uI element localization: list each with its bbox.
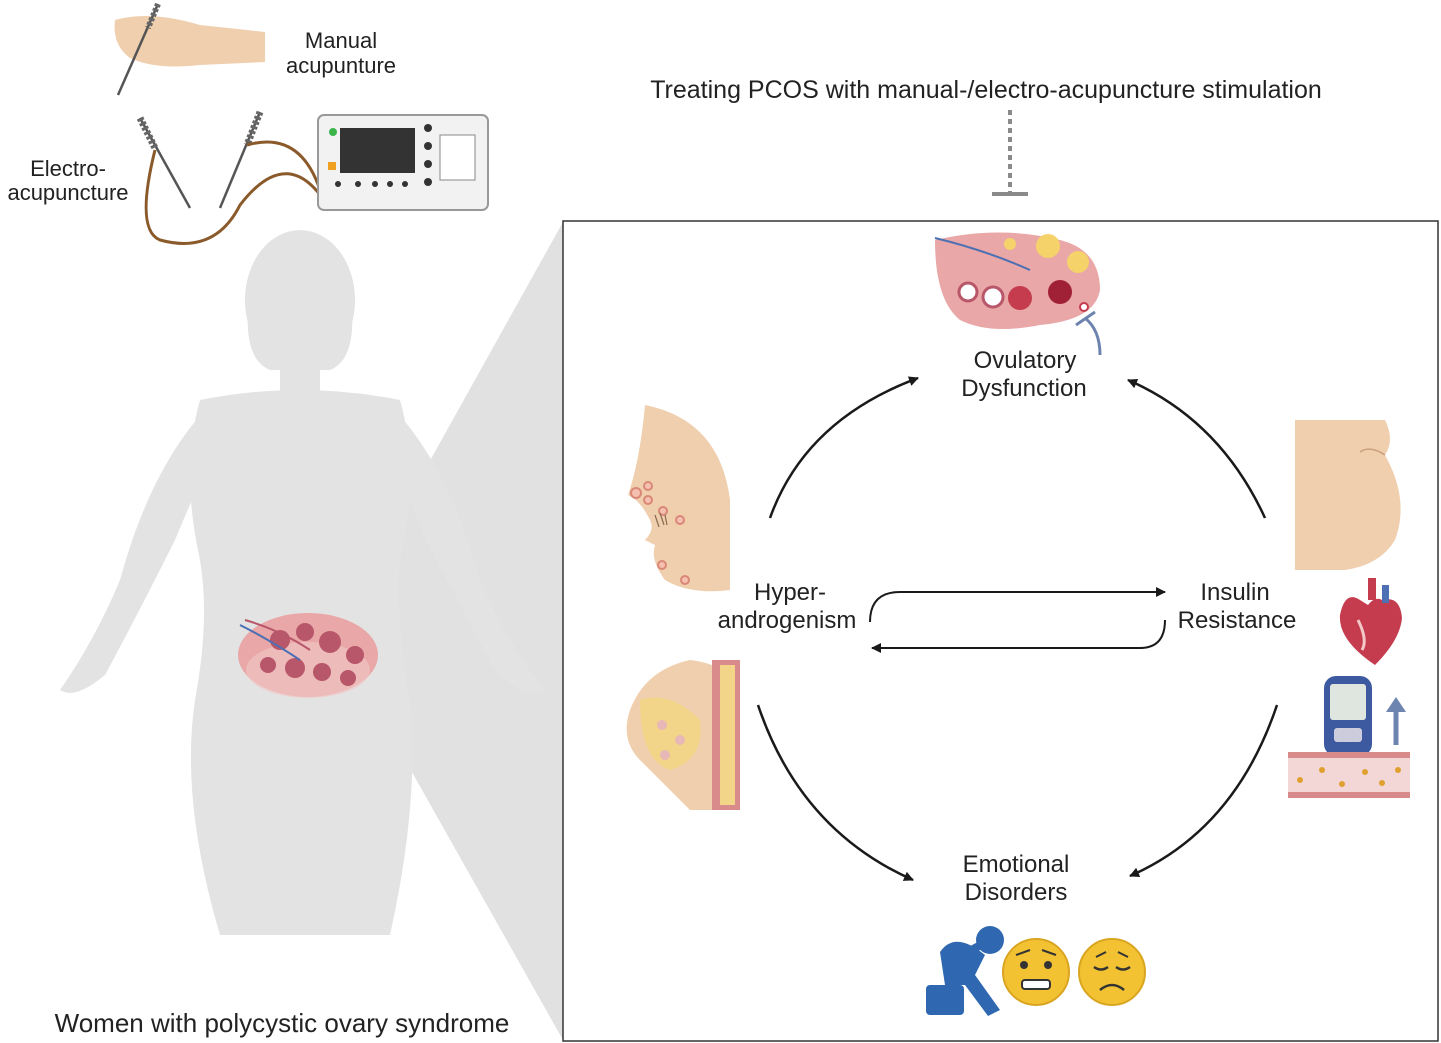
blood-vessel-icon xyxy=(1288,752,1410,798)
face-acne-icon xyxy=(628,405,730,592)
electro-stimulator-icon xyxy=(317,114,489,211)
electro-acupuncture-label: acupuncture xyxy=(7,180,128,205)
treatment-title: Treating PCOS with manual-/electro-acupu… xyxy=(650,76,1322,104)
breast-icon xyxy=(626,660,740,810)
ovary-icon xyxy=(934,232,1100,329)
sad-person-icon xyxy=(926,926,1004,1016)
arrow-insulin-to-hyper xyxy=(871,619,1166,653)
hand-needle-icon xyxy=(114,2,265,96)
arrow-hyper-to-ovulatory xyxy=(768,376,919,519)
node-ovulatory-dysfunction: Ovulatory xyxy=(974,347,1077,374)
node-insulin-resistance: Resistance xyxy=(1178,607,1297,634)
ovulation-inhibition-bar xyxy=(1075,310,1096,327)
node-ovulatory-dysfunction: Dysfunction xyxy=(961,375,1086,402)
node-emotional-disorders: Disorders xyxy=(965,879,1068,906)
electro-acupuncture-label: Electro- xyxy=(30,156,106,181)
node-emotional-disorders: Emotional xyxy=(963,851,1070,878)
zoom-wedge xyxy=(330,222,563,1040)
arrow-insulin-to-emotional xyxy=(1129,704,1279,878)
belly-icon xyxy=(1295,420,1401,570)
manual-acupuncture-label: acupunture xyxy=(286,53,396,78)
arrow-insulin-to-ovulatory xyxy=(1127,378,1267,519)
arrow-hyper-to-emotional xyxy=(756,704,914,882)
electro-cable xyxy=(144,149,332,245)
node-insulin-resistance: Insulin xyxy=(1200,579,1269,606)
sad-emoji-icon xyxy=(1078,938,1146,1006)
manual-acupuncture-label: Manual xyxy=(305,28,377,53)
worried-emoji-icon xyxy=(1002,938,1070,1006)
ovary-icon xyxy=(238,613,378,698)
arrow-hyper-to-insulin xyxy=(869,587,1166,623)
glucose-meter-icon xyxy=(1324,676,1372,770)
bottom-caption: Women with polycystic ovary syndrome xyxy=(55,1008,510,1038)
ovulation-inhibition xyxy=(1084,316,1102,356)
up-arrow-icon xyxy=(1386,697,1406,745)
pcos-cycle-box xyxy=(562,220,1439,1042)
node-hyperandrogenism: androgenism xyxy=(718,607,857,634)
needle-icon xyxy=(136,110,264,209)
heart-icon xyxy=(1339,578,1402,665)
node-hyperandrogenism: Hyper- xyxy=(754,579,826,606)
